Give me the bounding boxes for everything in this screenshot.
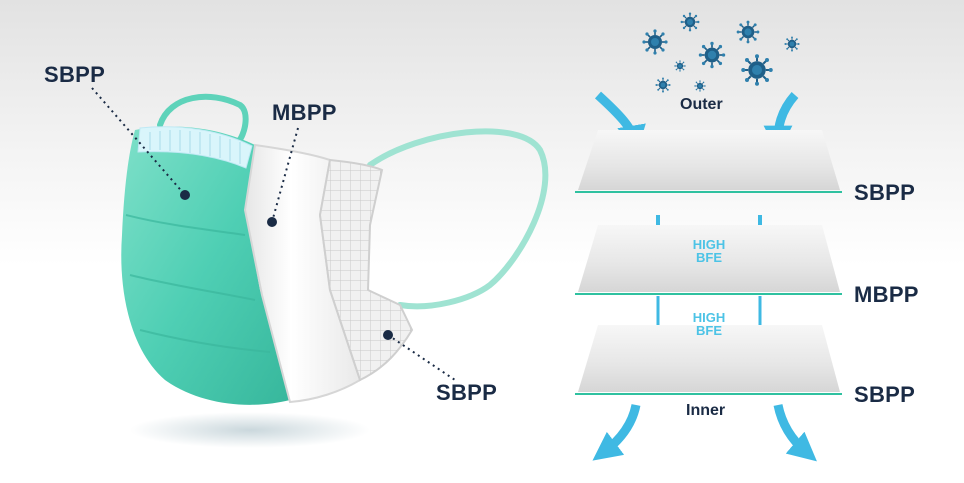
high-bfe-label-1: HIGH BFE — [679, 238, 739, 264]
label-layer1-sbpp: SBPP — [854, 180, 916, 205]
mask-pleats — [125, 214, 271, 353]
label-outer: Outer — [680, 96, 723, 113]
face-mask-illustration — [91, 87, 549, 448]
label-layer3-sbpp: SBPP — [854, 382, 916, 407]
nose-wire-strip — [137, 126, 253, 169]
filtration-layers-diagram — [575, 11, 842, 462]
layer-sbpp-outer — [578, 130, 840, 190]
leader-sbpp-bottom — [387, 334, 456, 381]
label-sbpp-mask-outer: SBPP — [44, 62, 106, 87]
layer-sbpp-inner — [578, 325, 840, 392]
outgoing-arrow-right — [773, 403, 817, 462]
mask-shadow — [130, 412, 370, 448]
ear-loop-back — [157, 93, 249, 145]
high-bfe-1-line1: HIGH — [692, 237, 726, 252]
ear-loop-right — [367, 128, 549, 310]
virus-cluster — [641, 11, 801, 94]
high-bfe-label-2: HIGH BFE — [679, 311, 739, 337]
label-sbpp-mask-inner: SBPP — [436, 380, 498, 405]
label-inner: Inner — [686, 402, 726, 419]
label-layer2-mbpp: MBPP — [854, 282, 919, 307]
dot-sbpp-bottom — [383, 330, 393, 340]
leader-mbpp — [271, 127, 299, 223]
dot-sbpp-top — [180, 190, 190, 200]
high-bfe-1-line2: BFE — [696, 250, 722, 265]
dot-mbpp — [267, 217, 277, 227]
high-bfe-2-line1: HIGH — [692, 310, 726, 325]
high-bfe-2-line2: BFE — [696, 323, 722, 338]
mask-inner-layer — [318, 158, 414, 382]
layer-mbpp — [578, 225, 840, 292]
label-mbpp-mask-middle: MBPP — [272, 100, 337, 125]
outgoing-arrow-left — [592, 403, 641, 461]
